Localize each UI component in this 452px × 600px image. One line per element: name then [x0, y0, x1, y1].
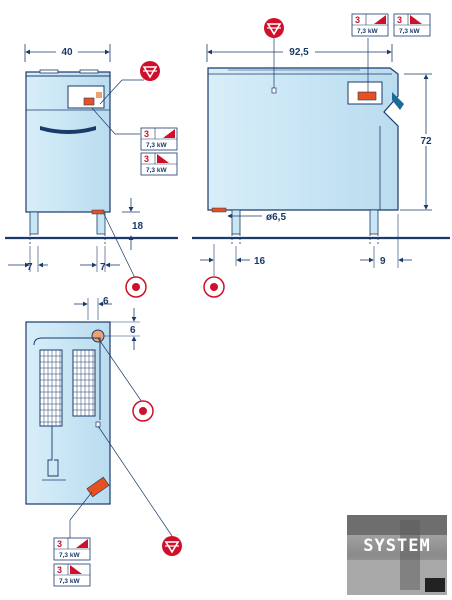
basket-left [39, 349, 63, 427]
side-leg-offset-left-dim: 16 [254, 256, 266, 267]
power-label-front: 3 7,3 kW [140, 127, 178, 151]
top-offset-x-dim: 6 [103, 296, 109, 307]
brand-logo: SYSTEM [347, 515, 447, 595]
top-view: 6 6 [25, 296, 140, 505]
power-text: 7,3 kW [399, 28, 420, 35]
fryer-top-body [25, 321, 111, 505]
gas-connection-icon [162, 536, 182, 556]
power-text: 7,3 kW [357, 28, 378, 35]
gas-connection-icon [140, 61, 160, 81]
phase-text: 3 [144, 154, 149, 164]
front-view: 40 18 7 7 [8, 44, 144, 273]
control-panel [67, 85, 105, 109]
phase-text: 3 [57, 565, 62, 575]
power-label-side: 3 7,3 kW [351, 13, 389, 37]
power-label-top: 3 7,3 kW [53, 537, 91, 561]
front-width-dim: 40 [61, 47, 73, 58]
drain-diameter-dim: ø6,5 [266, 212, 286, 223]
phase-text: 3 [57, 539, 62, 549]
leg-offset-right-dim: 7 [100, 262, 106, 273]
leg-offset-left-dim: 7 [27, 262, 33, 273]
leg-height-dim: 18 [132, 221, 144, 232]
side-leg-offset-right-dim: 9 [380, 256, 386, 267]
water-inlet-icon [203, 276, 225, 298]
phase-text: 3 [397, 15, 402, 25]
door-handle-icon [40, 126, 96, 134]
phase-text: 3 [144, 129, 149, 139]
water-inlet-icon [125, 276, 147, 298]
basket-right [72, 349, 96, 417]
side-view: 92,5 72 ø6,5 16 [200, 44, 435, 276]
logo-text: SYSTEM [363, 536, 430, 556]
power-text: 7,3 kW [59, 578, 80, 585]
power-text: 7,3 kW [59, 552, 80, 559]
power-text: 7,3 kW [146, 142, 167, 149]
side-depth-dim: 92,5 [289, 47, 309, 58]
phase-text: 3 [355, 15, 360, 25]
power-text: 7,3 kW [146, 167, 167, 174]
water-inlet-icon [132, 400, 154, 422]
power-label-top-2: 3 7,3 kW [53, 563, 91, 587]
power-label-side-2: 3 7,3 kW [393, 13, 431, 37]
gas-connection-icon [264, 18, 284, 38]
power-label-front-2: 3 7,3 kW [140, 152, 178, 176]
side-height-dim: 72 [420, 136, 432, 147]
top-offset-y-dim: 6 [130, 325, 136, 336]
